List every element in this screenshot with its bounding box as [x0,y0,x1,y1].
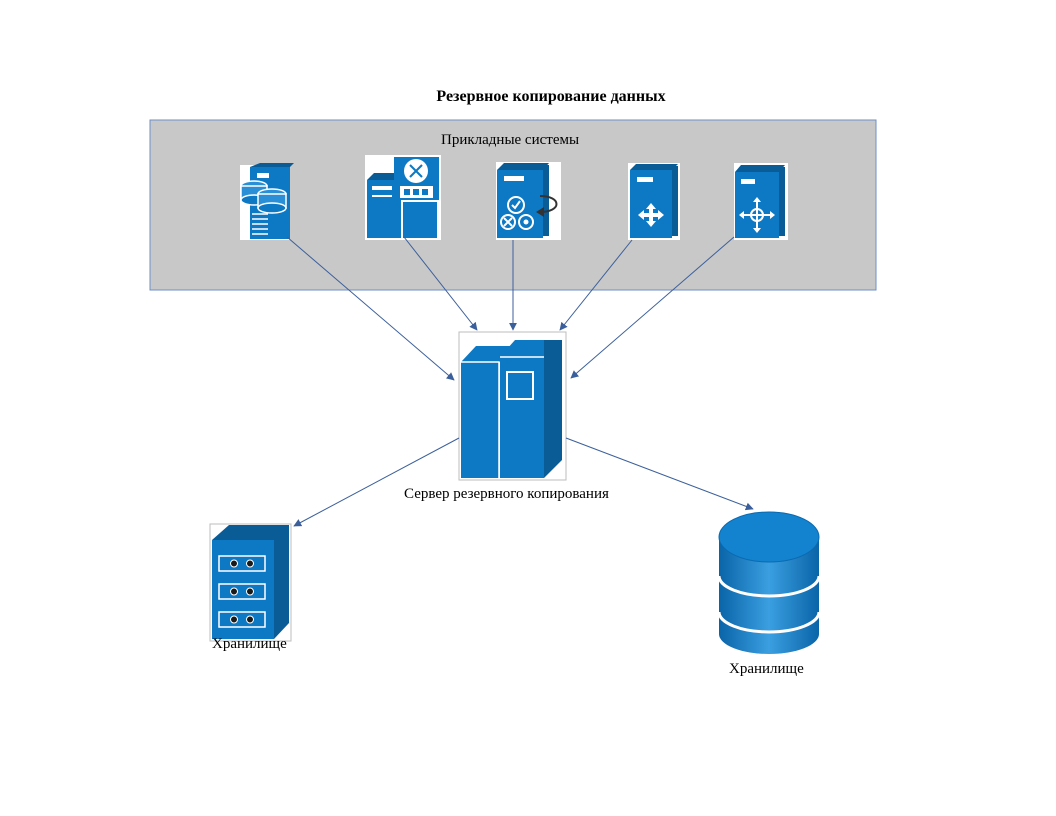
backup-server-icon [458,331,567,481]
applications-group-label: Прикладные системы [441,132,580,148]
storage-array-icon [209,523,292,642]
validation-server-icon [496,162,561,240]
diagram-title: Резервное копирование данных [436,88,666,105]
switch-server-icon [734,163,788,240]
database-server-icon [240,163,294,240]
backup-server-label: Сервер резервного копирования [404,486,609,502]
server-to-storage-arrows [293,437,754,527]
storage-right-label: Хранилище [729,661,804,677]
app-to-server-arrows [286,236,735,381]
directory-server-icon [365,155,441,240]
storage-left-label: Хранилище [212,636,287,652]
router-server-icon [628,163,680,240]
database-cylinder-icon [717,511,821,654]
